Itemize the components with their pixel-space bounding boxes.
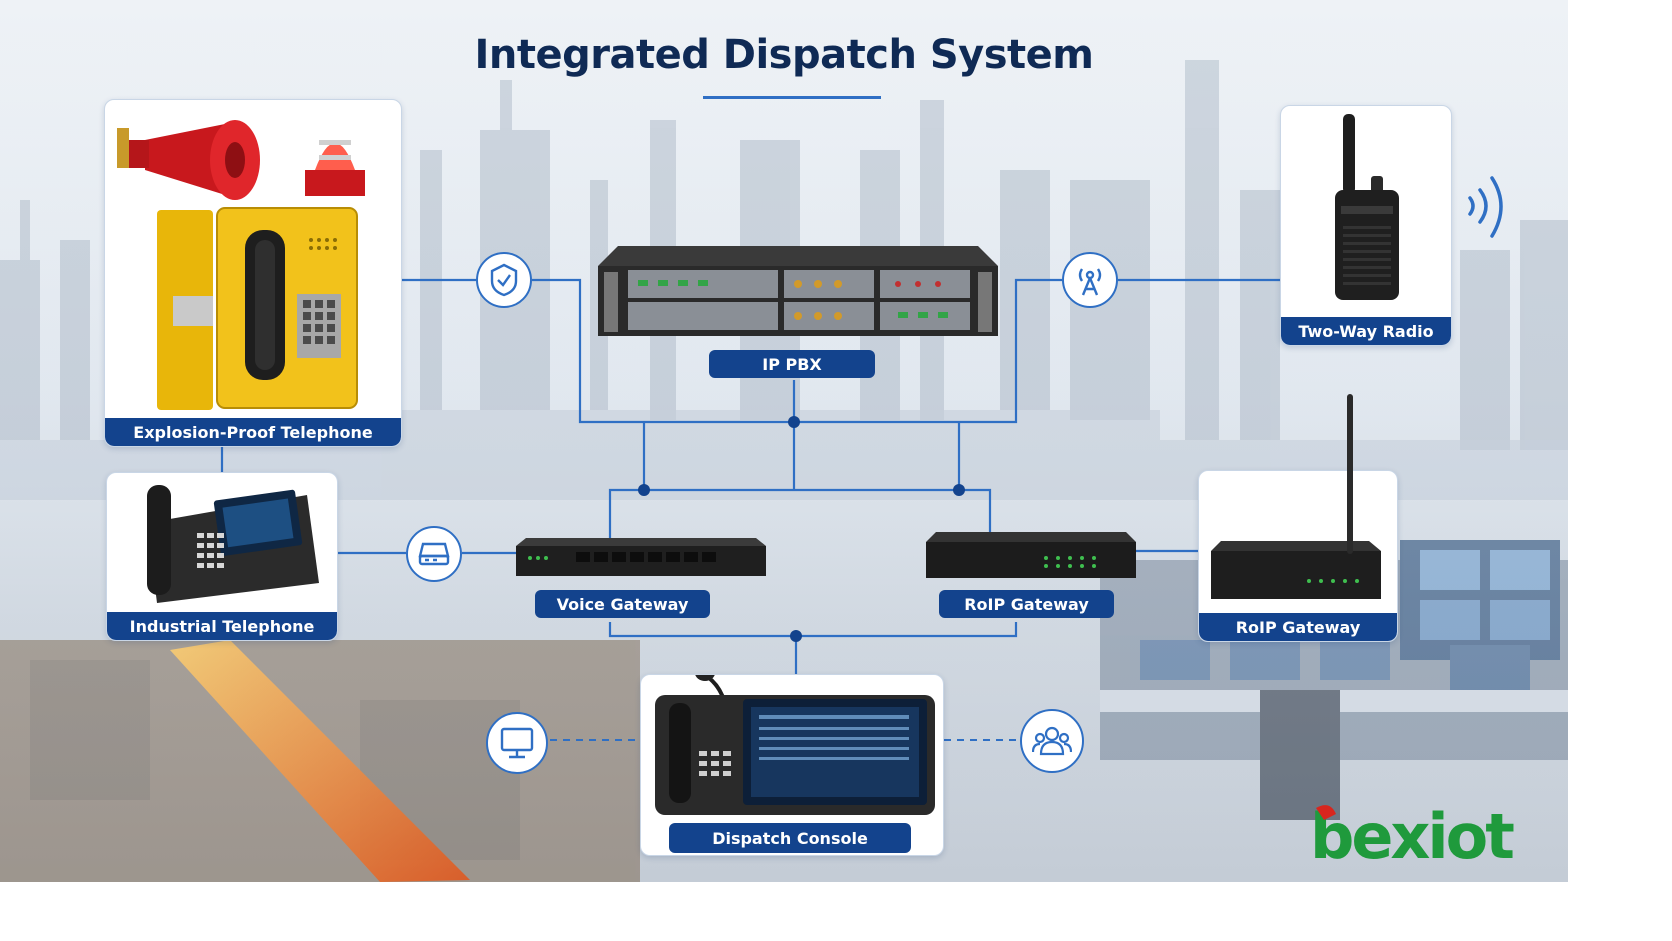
junction-dot xyxy=(953,484,965,496)
dispatch-console-image xyxy=(655,675,935,815)
junction-dot xyxy=(788,416,800,428)
industrial-telephone-label: Industrial Telephone xyxy=(107,612,337,640)
voice-gateway-label: Voice Gateway xyxy=(535,590,710,618)
svg-text:bexiot: bexiot xyxy=(1310,800,1514,870)
ip-pbx-label: IP PBX xyxy=(709,350,875,378)
users-icon-badge xyxy=(1020,709,1084,773)
junction-dot xyxy=(790,630,802,642)
roip-antenna xyxy=(1347,394,1353,554)
radio-wave-icon xyxy=(1468,176,1503,238)
network-device-icon-badge xyxy=(406,526,462,582)
dispatch-console-label: Dispatch Console xyxy=(669,823,911,853)
users-icon xyxy=(1032,726,1072,756)
voice-gateway-device[interactable] xyxy=(516,538,766,578)
roip-gateway-right-label: RoIP Gateway xyxy=(1199,613,1397,641)
diagram-title: Integrated Dispatch System xyxy=(474,32,1094,78)
two-way-radio-card[interactable]: Two-Way Radio xyxy=(1280,105,1452,346)
connection-lines xyxy=(220,278,1280,741)
explosion-proof-telephone-image xyxy=(117,120,365,410)
monitor-icon-badge xyxy=(486,712,548,774)
explosion-proof-telephone-card[interactable]: Explosion-Proof Telephone xyxy=(104,99,402,447)
junction-dot xyxy=(638,484,650,496)
industrial-telephone-card[interactable]: Industrial Telephone xyxy=(106,472,338,641)
roip-gateway-center-device[interactable] xyxy=(926,532,1136,580)
warning-beacon-icon xyxy=(305,140,365,196)
title-underline xyxy=(703,96,881,99)
two-way-radio-image xyxy=(1335,114,1399,300)
shield-icon xyxy=(490,263,518,297)
explosion-proof-telephone-label: Explosion-Proof Telephone xyxy=(105,418,401,446)
monitor-icon xyxy=(500,727,534,759)
roip-gateway-right-card[interactable]: RoIP Gateway xyxy=(1198,470,1398,642)
ip-pbx-device[interactable] xyxy=(598,240,998,340)
roip-gateway-right-image xyxy=(1211,541,1381,599)
antenna-icon xyxy=(1078,268,1102,296)
horn-speaker-icon xyxy=(117,120,260,200)
network-device-icon xyxy=(418,542,450,566)
link-gateway-bottom xyxy=(608,622,1018,638)
bexiot-logo: bexiot xyxy=(1310,800,1517,870)
industrial-telephone-image xyxy=(147,485,319,603)
shield-icon-badge xyxy=(476,252,532,308)
diagram-canvas: Integrated Dispatch System xyxy=(0,0,1568,882)
roip-gateway-center-label: RoIP Gateway xyxy=(939,590,1114,618)
dispatch-console-card[interactable]: Dispatch Console xyxy=(640,674,944,856)
two-way-radio-label: Two-Way Radio xyxy=(1281,317,1451,345)
yellow-telephone-housing xyxy=(157,207,358,410)
link-gateway-bus xyxy=(608,488,992,540)
antenna-icon-badge xyxy=(1062,252,1118,308)
